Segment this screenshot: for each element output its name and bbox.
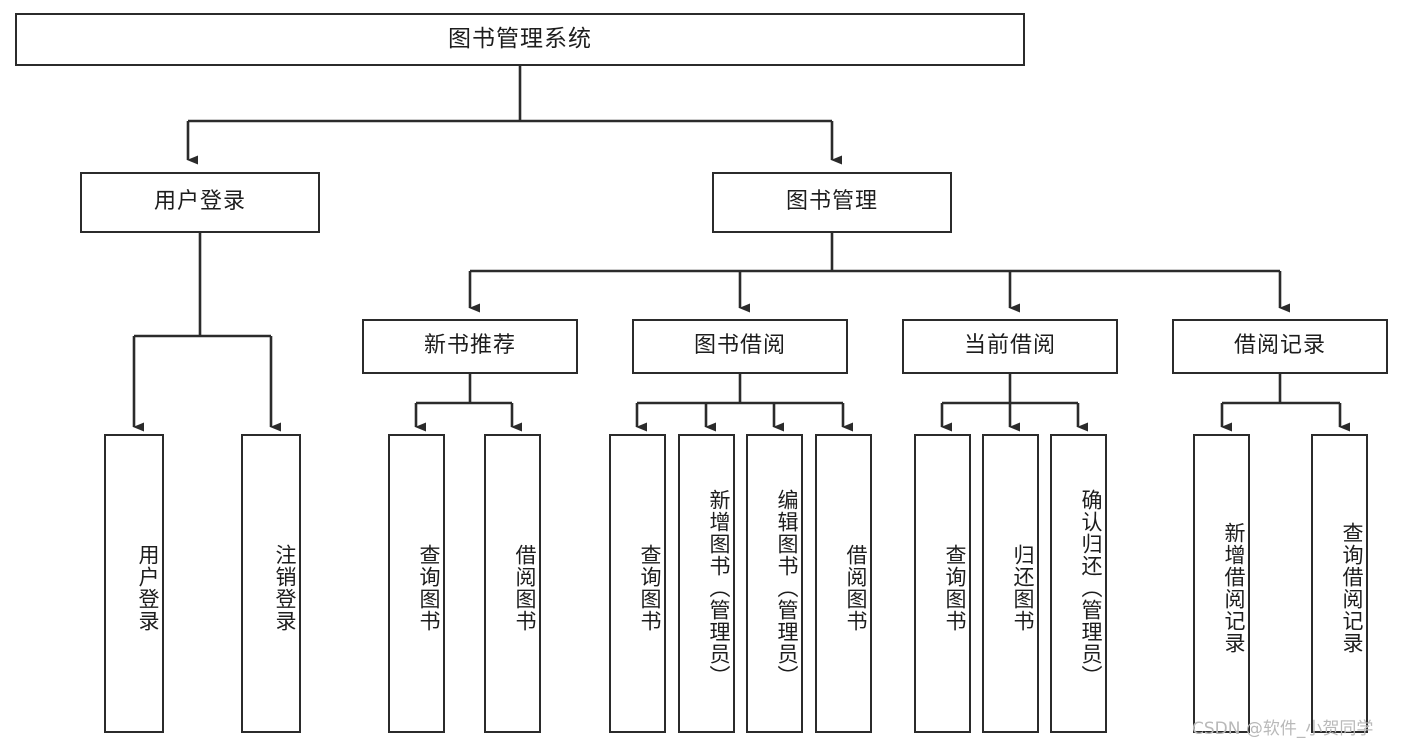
node-leaf-confirm-return-admin[interactable]: 确认归还（管理员） — [1050, 434, 1107, 733]
node-leaf-add-book-admin[interactable]: 新增图书（管理员） — [678, 434, 735, 733]
node-book-management-system[interactable]: 图书管理系统 — [15, 13, 1025, 66]
node-leaf-query-book-borrowing[interactable]: 查询图书 — [609, 434, 666, 733]
node-leaf-edit-book-admin[interactable]: 编辑图书（管理员） — [746, 434, 803, 733]
node-current-borrowing[interactable]: 当前借阅 — [902, 319, 1118, 374]
node-leaf-borrow-book-recommendation[interactable]: 借阅图书 — [484, 434, 541, 733]
csdn-watermark: CSDN @软件_小贺同学 — [1192, 719, 1374, 739]
node-leaf-return-book[interactable]: 归还图书 — [982, 434, 1039, 733]
node-leaf-query-book-current[interactable]: 查询图书 — [914, 434, 971, 733]
node-book-borrowing[interactable]: 图书借阅 — [632, 319, 848, 374]
node-leaf-user-login[interactable]: 用户登录 — [104, 434, 164, 733]
node-leaf-query-borrowing-record[interactable]: 查询借阅记录 — [1311, 434, 1368, 733]
node-book-management[interactable]: 图书管理 — [712, 172, 952, 233]
node-leaf-query-book-recommendation[interactable]: 查询图书 — [388, 434, 445, 733]
node-leaf-add-borrowing-record[interactable]: 新增借阅记录 — [1193, 434, 1250, 733]
node-leaf-logout[interactable]: 注销登录 — [241, 434, 301, 733]
node-borrowing-record[interactable]: 借阅记录 — [1172, 319, 1388, 374]
node-new-book-recommendation[interactable]: 新书推荐 — [362, 319, 578, 374]
node-user-login[interactable]: 用户登录 — [80, 172, 320, 233]
node-leaf-borrow-book-borrowing[interactable]: 借阅图书 — [815, 434, 872, 733]
